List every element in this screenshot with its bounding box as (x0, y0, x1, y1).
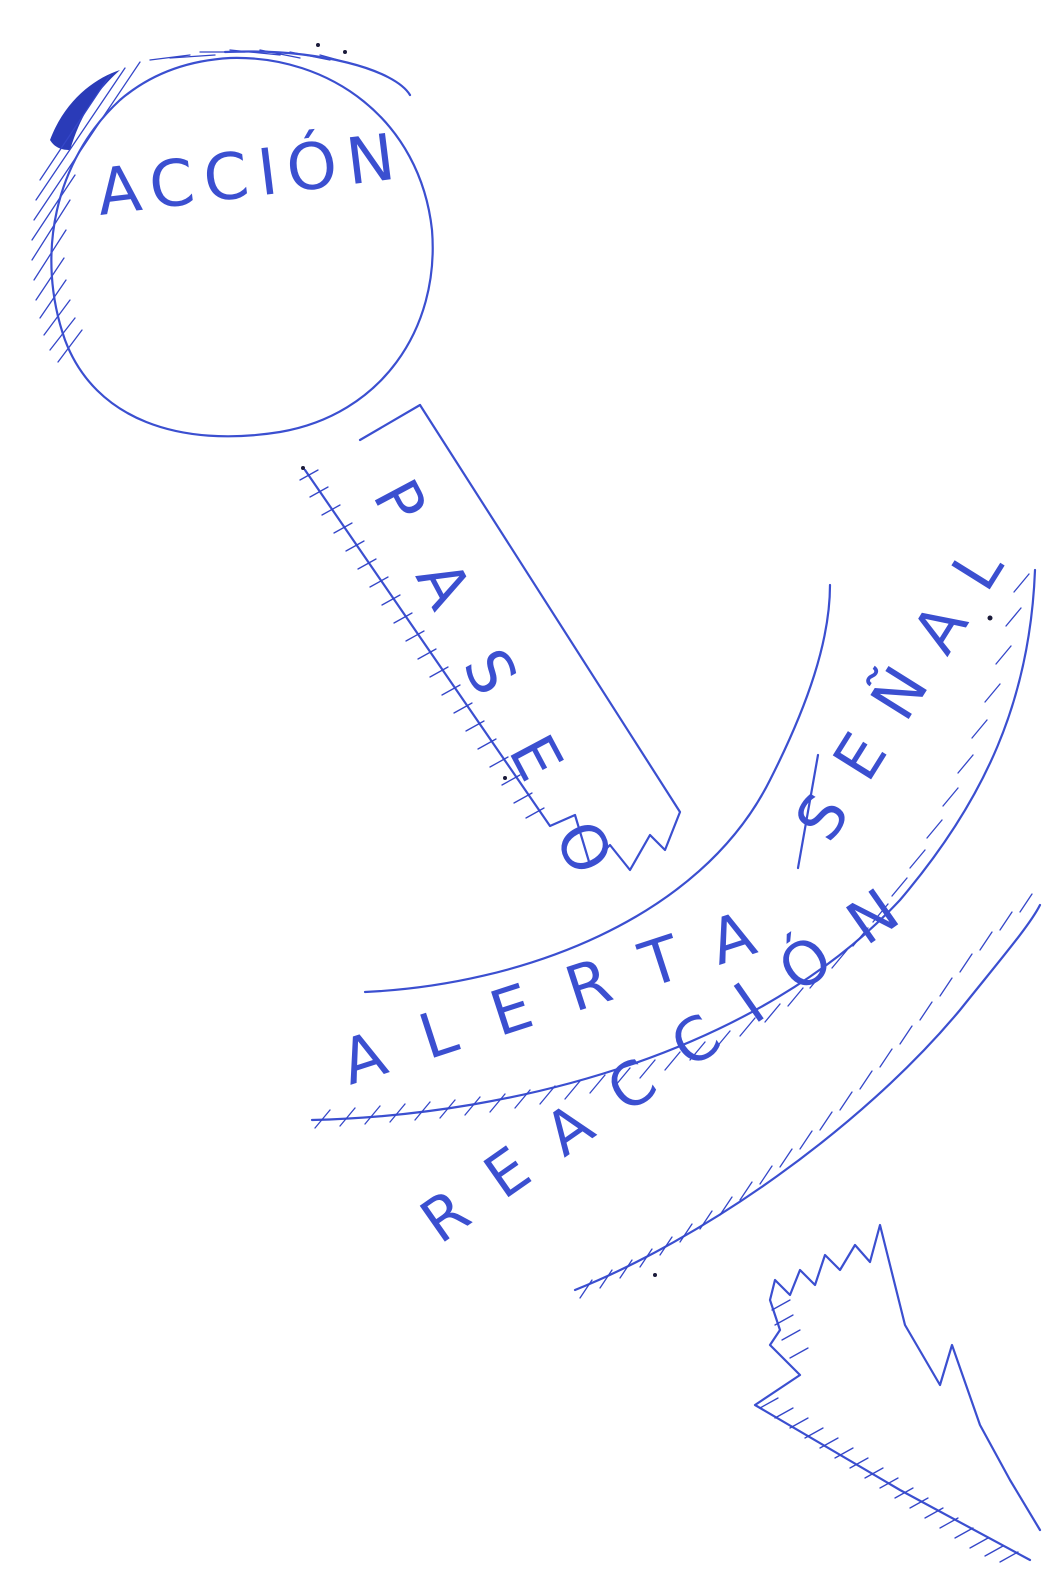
final-arrow (755, 1225, 1040, 1562)
senal-label: SEÑAL (781, 507, 1035, 853)
accion-node: ACCIÓN (32, 50, 433, 436)
final-arrow-outline (755, 1225, 1040, 1560)
accion-circle (51, 58, 432, 436)
accion-label: ACCIÓN (93, 118, 409, 231)
paseo-node: PASEO (300, 405, 680, 937)
